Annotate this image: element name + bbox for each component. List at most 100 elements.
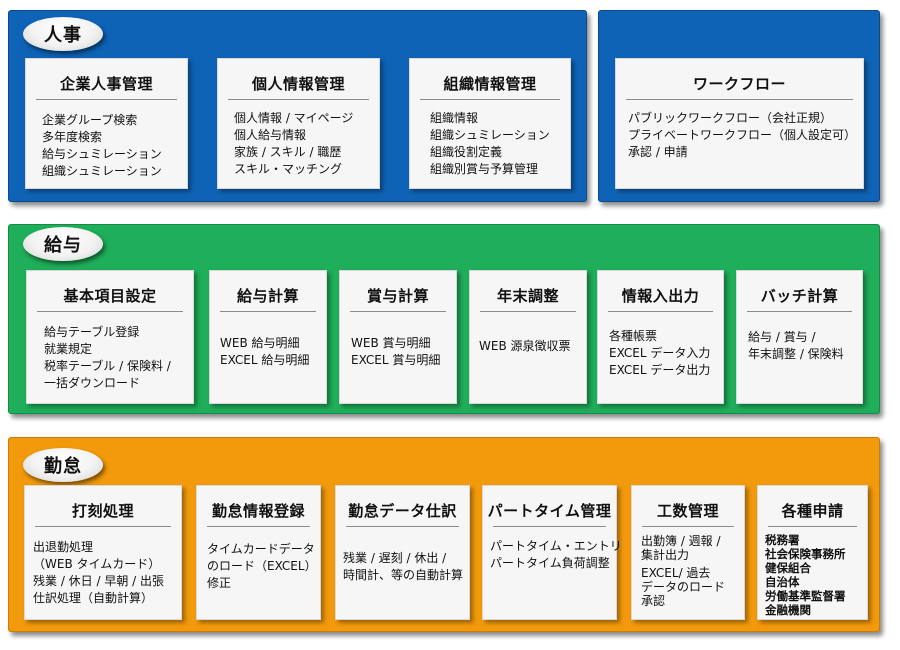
card-title: パートタイム管理 xyxy=(487,502,612,520)
title-underline xyxy=(768,526,857,527)
card-title: 工数管理 xyxy=(656,502,719,520)
list-item: 労働基準監督署 xyxy=(765,589,846,603)
list-item: 出勤簿 / 週報 / xyxy=(641,534,721,548)
title-underline xyxy=(220,311,316,312)
card-year-end: 年末調整 WEB 源泉徴収票 xyxy=(469,270,587,404)
card-title: 勤怠情報登録 xyxy=(211,502,305,520)
title-underline xyxy=(36,99,177,100)
title-underline xyxy=(350,311,446,312)
card-title: 賞与計算 xyxy=(366,287,429,305)
list-item: 修正 xyxy=(207,576,232,590)
card-title: 各種申請 xyxy=(781,502,844,520)
card-title: 基本項目設定 xyxy=(63,287,157,305)
list-item: 家族 / スキル / 職歴 xyxy=(234,145,342,159)
list-item: 残業 / 休日 / 早朝 / 出張 xyxy=(33,574,165,588)
list-item: 承認 / 申請 xyxy=(628,145,688,159)
list-item: データのロード xyxy=(641,580,726,594)
list-item: 社会保険事務所 xyxy=(765,547,846,561)
list-item: 集計出力 xyxy=(641,548,690,562)
list-item: 金融機関 xyxy=(765,603,811,617)
list-item: WEB 賞与明細 xyxy=(351,336,431,350)
card-salary-calc: 給与計算 WEB 給与明細 EXCEL 給与明細 xyxy=(209,270,327,404)
card-personal-info: 個人情報管理 個人情報 / マイページ 個人給与情報 家族 / スキル / 職歴… xyxy=(217,58,380,189)
list-item: EXCEL 賞与明細 xyxy=(351,353,441,367)
card-corporate-hr: 企業人事管理 企業グループ検索 多年度検索 給与シュミレーション 組織シュミレー… xyxy=(25,58,188,189)
list-item: 給与シュミレーション xyxy=(42,147,162,161)
card-part-time: パートタイム管理 パートタイム・エントリ パートタイム負荷調整 xyxy=(482,485,622,620)
card-man-hours: 工数管理 出勤簿 / 週報 / 集計出力 EXCEL/ 過去 データのロード 承… xyxy=(631,485,745,620)
title-underline xyxy=(420,99,560,100)
list-item: 就業規定 xyxy=(44,342,93,356)
payroll-section-label: 給与 xyxy=(23,227,103,261)
title-underline xyxy=(608,311,713,312)
title-underline xyxy=(37,311,183,312)
title-underline xyxy=(626,99,853,100)
card-time-stamp: 打刻処理 出退勤処理 （WEB タイムカード） 残業 / 休日 / 早朝 / 出… xyxy=(24,485,182,620)
list-item: 出退勤処理 xyxy=(33,540,94,554)
list-item: 給与 / 賞与 / xyxy=(748,330,816,344)
attendance-section-label: 勤怠 xyxy=(23,448,103,482)
list-item: 税務署 xyxy=(765,533,800,547)
card-title: 勤怠データ仕訳 xyxy=(348,502,457,520)
list-item: 組織情報 xyxy=(430,111,479,125)
list-item: 企業グループ検索 xyxy=(42,113,138,127)
list-item: 自治体 xyxy=(765,575,800,589)
list-item: EXCEL 給与明細 xyxy=(220,353,310,367)
title-underline xyxy=(747,311,852,312)
card-title: ワークフロー xyxy=(692,75,786,93)
card-basic-settings: 基本項目設定 給与テーブル登録 就業規定 税率テーブル / 保険料 / 一括ダウ… xyxy=(26,270,194,404)
list-item: EXCEL/ 過去 xyxy=(641,566,711,580)
list-item: 個人情報 / マイページ xyxy=(234,111,354,125)
list-item: 年末調整 / 保険料 xyxy=(748,347,844,361)
hr-section-left: 人事 企業人事管理 企業グループ検索 多年度検索 給与シュミレーション 組織シュ… xyxy=(8,10,587,202)
card-applications: 各種申請 税務署 社会保険事務所 健保組合 自治体 労働基準監督署 金融機関 xyxy=(757,485,868,620)
card-workflow: ワークフロー パブリックワークフロー（会社正規） プライベートワークフロー（個人… xyxy=(615,58,864,189)
title-underline xyxy=(642,526,734,527)
list-item: プライベートワークフロー（個人設定可） xyxy=(628,128,857,142)
list-item: 個人給与情報 xyxy=(234,128,307,142)
list-item: 多年度検索 xyxy=(42,130,103,144)
list-item: 一括ダウンロード xyxy=(44,376,141,390)
list-item: パートタイム・エントリ xyxy=(490,539,622,553)
list-item: 仕訳処理（自動計算） xyxy=(33,591,154,605)
list-item: 給与テーブル登録 xyxy=(44,325,140,339)
card-data-io: 情報入出力 各種帳票 EXCEL データ入力 EXCEL データ出力 xyxy=(597,270,724,404)
payroll-section: 給与 基本項目設定 給与テーブル登録 就業規定 税率テーブル / 保険料 / 一… xyxy=(8,224,880,414)
attendance-section: 勤怠 打刻処理 出退勤処理 （WEB タイムカード） 残業 / 休日 / 早朝 … xyxy=(8,437,880,632)
list-item: タイムカードデータ xyxy=(207,542,315,556)
title-underline xyxy=(346,526,459,527)
list-item: 税率テーブル / 保険料 / xyxy=(44,359,171,373)
card-title: 打刻処理 xyxy=(71,502,134,520)
title-underline xyxy=(35,526,171,527)
card-attendance-journal: 勤怠データ仕訳 残業 / 遅刻 / 休出 / 時間計、等の自動計算 xyxy=(335,485,470,620)
card-title: 組織情報管理 xyxy=(443,75,537,93)
title-underline xyxy=(207,526,310,527)
list-item: 承認 xyxy=(641,594,666,608)
list-item: WEB 源泉徴収票 xyxy=(479,339,571,353)
list-item: EXCEL データ出力 xyxy=(609,363,711,377)
card-title: 給与計算 xyxy=(236,287,299,305)
title-underline xyxy=(493,526,606,527)
card-title: バッチ計算 xyxy=(760,287,839,305)
list-item: スキル・マッチング xyxy=(234,162,343,176)
title-underline xyxy=(228,99,369,100)
card-batch-calc: バッチ計算 給与 / 賞与 / 年末調整 / 保険料 xyxy=(736,270,863,404)
list-item: 各種帳票 xyxy=(609,329,658,343)
list-item: （WEB タイムカード） xyxy=(33,557,161,571)
card-bonus-calc: 賞与計算 WEB 賞与明細 EXCEL 賞与明細 xyxy=(339,270,457,404)
list-item: 組織別賞与予算管理 xyxy=(430,162,539,176)
hr-section-label: 人事 xyxy=(23,17,103,51)
card-title: 企業人事管理 xyxy=(59,75,153,93)
list-item: 組織シュミレーション xyxy=(430,128,550,142)
title-underline xyxy=(480,311,576,312)
card-title: 情報入出力 xyxy=(621,287,700,305)
list-item: EXCEL データ入力 xyxy=(609,346,711,360)
list-item: のロード（EXCEL） xyxy=(207,559,317,573)
list-item: WEB 給与明細 xyxy=(220,336,300,350)
card-attendance-register: 勤怠情報登録 タイムカードデータ のロード（EXCEL） 修正 xyxy=(196,485,321,620)
list-item: パブリックワークフロー（会社正規） xyxy=(628,111,833,125)
hr-section-workflow: ワークフロー パブリックワークフロー（会社正規） プライベートワークフロー（個人… xyxy=(598,10,880,202)
list-item: 残業 / 遅刻 / 休出 / xyxy=(343,551,447,565)
list-item: 組織シュミレーション xyxy=(42,164,162,178)
list-item: パートタイム負荷調整 xyxy=(490,556,610,570)
